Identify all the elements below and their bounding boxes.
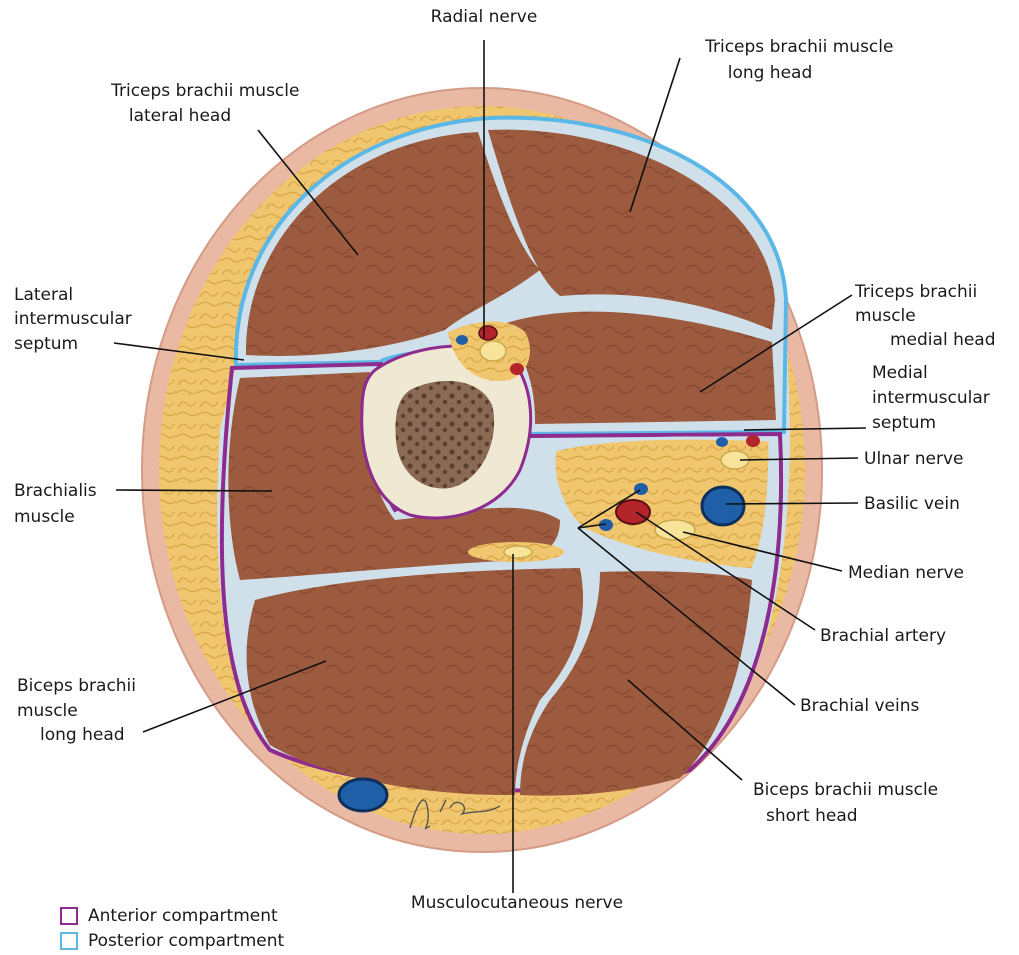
legend-anterior-label: Anterior compartment [88, 906, 278, 926]
label-triceps-long-head: Triceps brachii muscle long head [704, 37, 899, 83]
label-basilic-vein: Basilic vein [864, 494, 960, 514]
label-brachialis-muscle: Brachialis muscle [14, 481, 102, 527]
label-median-nerve: Median nerve [848, 563, 964, 583]
label-musculocutaneous-nerve: Musculocutaneous nerve [411, 893, 623, 913]
basilic-vein-vessel [702, 487, 744, 525]
radial-collateral-artery [510, 363, 524, 375]
ulnar-vein-vessel [716, 437, 728, 447]
legend-posterior-swatch [60, 932, 78, 950]
label-triceps-lateral-head: Triceps brachii muscle lateral head [110, 81, 305, 126]
legend-anterior-swatch [60, 907, 78, 925]
radial-vein-vessel [456, 335, 468, 345]
label-brachial-veins: Brachial veins [800, 696, 919, 716]
ulnar-artery-vessel [746, 435, 760, 447]
leader-brachialis [116, 490, 272, 491]
label-ulnar-nerve: Ulnar nerve [864, 449, 964, 469]
legend-posterior-label: Posterior compartment [88, 931, 284, 951]
legend-anterior: Anterior compartment [60, 906, 278, 926]
brachial-artery-vessel [616, 500, 650, 524]
musculocutaneous-nerve-structure [504, 546, 532, 558]
label-brachial-artery: Brachial artery [820, 626, 946, 646]
radial-nerve-structure [480, 341, 506, 361]
label-radial-nerve: Radial nerve [431, 7, 538, 27]
leader-basilic-vein [726, 503, 858, 504]
radial-artery-vessel [479, 326, 497, 340]
label-biceps-long-head: Biceps brachii muscle long head [17, 676, 141, 745]
label-biceps-short-head: Biceps brachii muscle short head [753, 780, 944, 826]
cephalic-vein-vessel [339, 779, 387, 811]
label-medial-septum: Medial intermuscular septum [872, 363, 995, 433]
legend-posterior: Posterior compartment [60, 931, 284, 951]
label-triceps-medial-head: Triceps brachii muscle medial head [854, 282, 996, 350]
